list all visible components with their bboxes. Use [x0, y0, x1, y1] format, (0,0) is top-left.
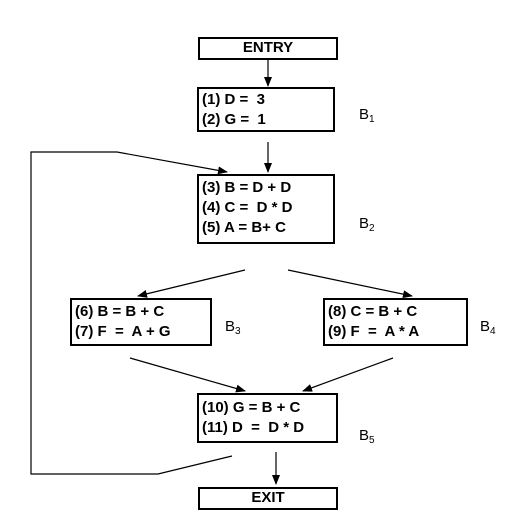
- edge-b3-b5: [129, 357, 246, 393]
- block-label-b2: B2: [359, 215, 375, 234]
- statement-11: (11) D = D * D: [202, 419, 305, 436]
- block-b3: (6) B = B + C (7) F = A + G: [70, 298, 212, 346]
- edge-loop-b5-b2: [30, 151, 233, 475]
- edge-b2-b3: [137, 269, 246, 298]
- edge-b2-b4: [287, 269, 413, 299]
- statement-4: (4) C = D * D: [202, 199, 293, 216]
- statement-6: (6) B = B + C: [75, 303, 165, 320]
- edge-b4-b5: [302, 357, 394, 392]
- statement-3: (3) B = D + D: [202, 179, 292, 196]
- block-b5: (10) G = B + C (11) D = D * D: [197, 393, 338, 443]
- block-label-b1: B1: [359, 106, 375, 125]
- statement-1: (1) D = 3: [202, 91, 265, 108]
- exit-node: EXIT: [198, 487, 338, 510]
- statement-10: (10) G = B + C: [202, 399, 301, 416]
- block-label-b5: B5: [359, 427, 375, 446]
- block-label-b4: B4: [480, 318, 496, 337]
- block-b2: (3) B = D + D (4) C = D * D (5) A = B+ C: [197, 174, 335, 244]
- statement-8: (8) C = B + C: [328, 303, 418, 320]
- block-b4: (8) C = B + C (9) F = A * A: [323, 298, 468, 346]
- statement-5: (5) A = B+ C: [202, 219, 286, 236]
- block-b1: (1) D = 3 (2) G = 1: [197, 87, 335, 132]
- block-label-b3: B3: [225, 318, 241, 337]
- statement-7: (7) F = A + G: [75, 323, 171, 340]
- statement-9: (9) F = A * A: [328, 323, 420, 340]
- entry-node: ENTRY: [198, 37, 338, 60]
- statement-2: (2) G = 1: [202, 111, 266, 128]
